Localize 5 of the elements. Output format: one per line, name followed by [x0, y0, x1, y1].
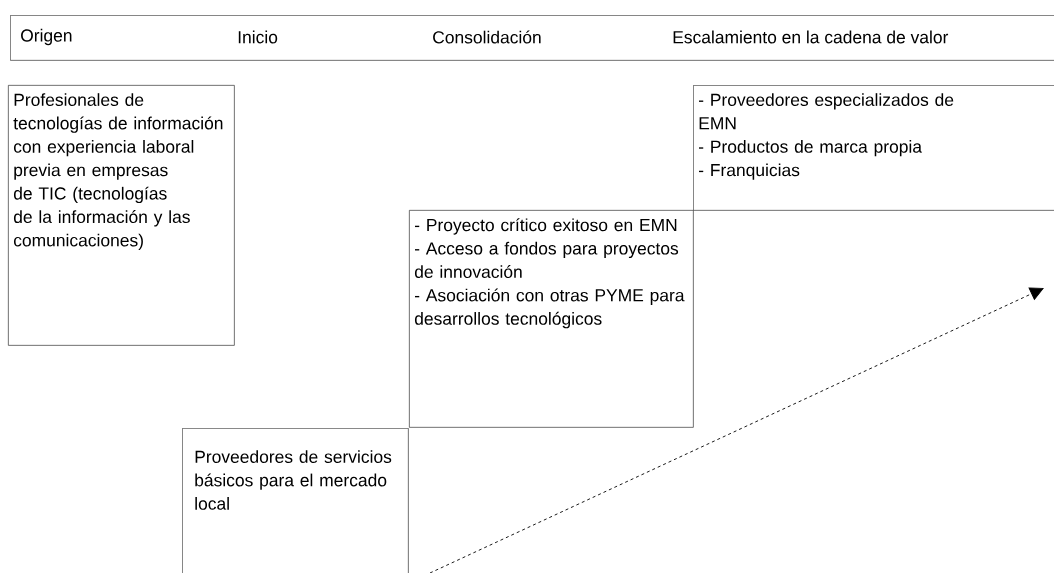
text-box: - Proyecto crítico exitoso en EMN - Acceso a fondos para proyectos de innovación - Asociación con otras PYME para desarrollos tecnológicos — [409, 210, 694, 428]
stage-band: Origen Inicio Consolidación Escalamiento en la cadena de valor — [10, 15, 1054, 61]
text-box: Profesionales de tecnologías de información con experiencia laboral previa en empresas de TIC (tecnologías de la información y las comunicaciones) — [8, 85, 235, 346]
text-box: Proveedores de servicios básicos para el mercado local — [182, 428, 409, 573]
text-box: - Proveedores especializados de EMN - Productos de marca propia - Franquicias — [693, 85, 1054, 211]
